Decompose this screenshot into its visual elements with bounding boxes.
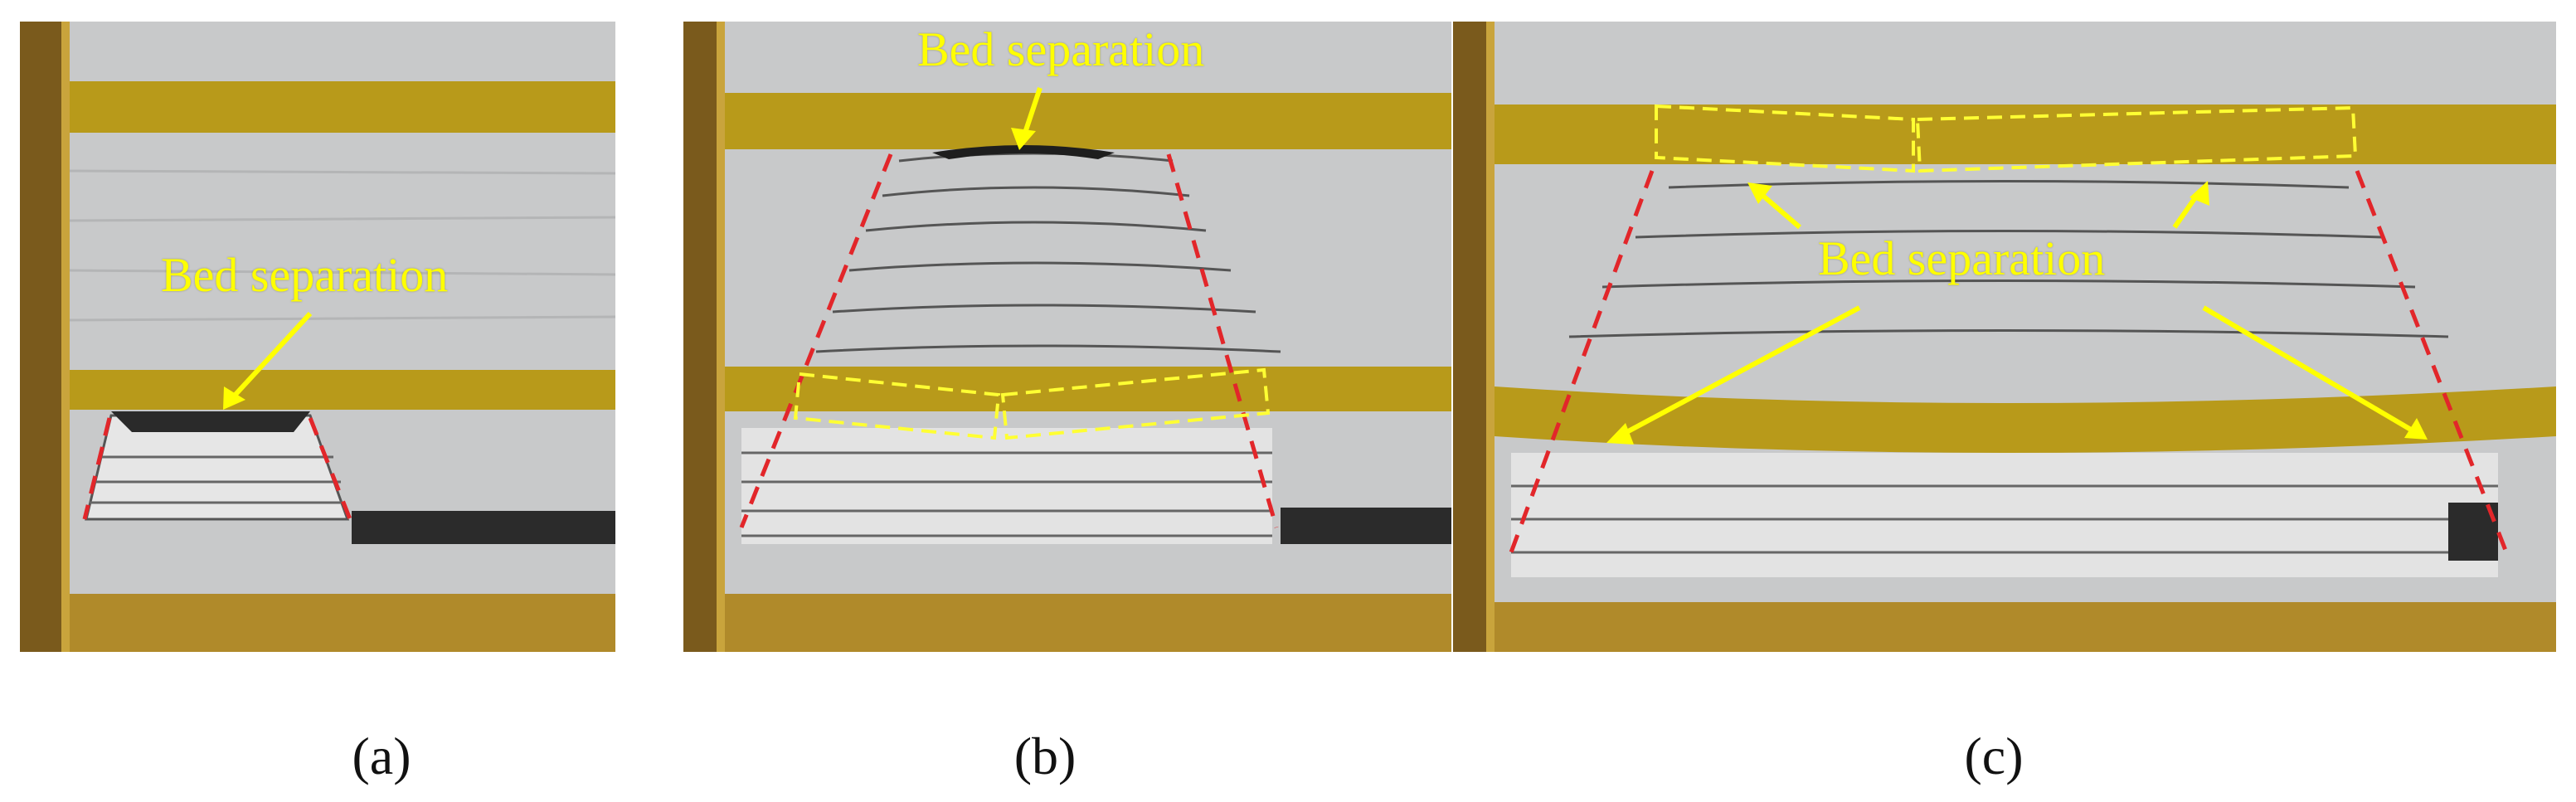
- caption-a: (a): [352, 727, 411, 785]
- model-photo-a: Bed separation: [20, 22, 615, 652]
- bed-separation-label-b: Bed separation: [917, 22, 1205, 76]
- model-photo-b-graphic: [683, 22, 1451, 652]
- model-photo-a-graphic: [20, 22, 615, 652]
- bed-separation-label-c: Bed separation: [1818, 231, 2106, 285]
- bed-separation-label-a: Bed separation: [161, 248, 449, 302]
- model-photo-b: Bed separation: [683, 22, 1451, 652]
- model-photo-c: Bed separation: [1453, 22, 2556, 652]
- caption-c: (c): [1964, 727, 2024, 785]
- model-photo-c-graphic: [1453, 22, 2556, 652]
- caption-b: (b): [1013, 727, 1077, 785]
